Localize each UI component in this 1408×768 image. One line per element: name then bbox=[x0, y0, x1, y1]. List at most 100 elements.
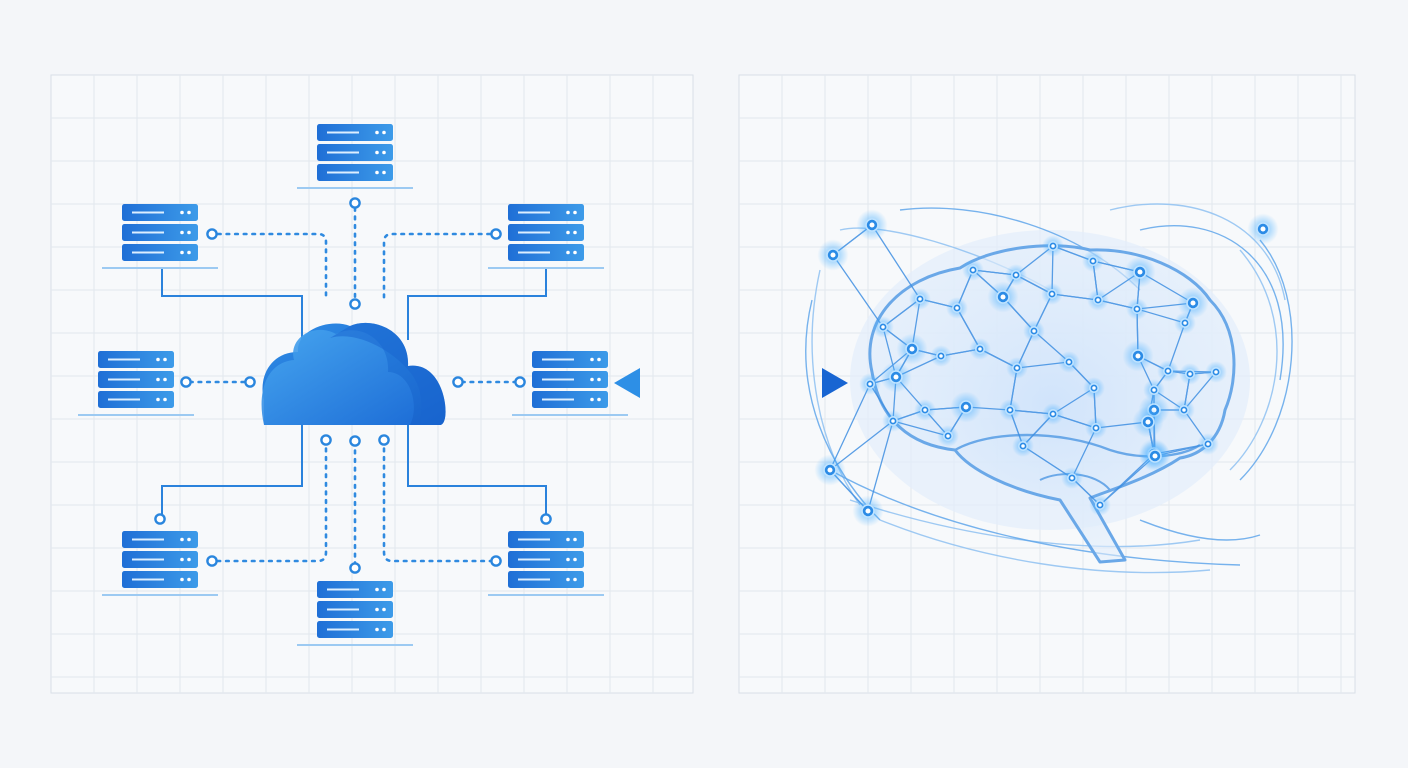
node-core bbox=[1051, 244, 1055, 248]
brain-fold bbox=[954, 433, 1201, 458]
led-dot bbox=[375, 130, 379, 135]
server-top bbox=[297, 124, 413, 189]
node-core bbox=[868, 382, 872, 386]
node-core bbox=[1152, 388, 1156, 392]
led-dot bbox=[163, 397, 167, 402]
link-node bbox=[154, 513, 166, 525]
led-dot bbox=[156, 377, 160, 382]
node-core bbox=[1145, 419, 1151, 425]
node-core bbox=[946, 434, 950, 438]
node-core bbox=[1190, 300, 1196, 306]
led-dot bbox=[375, 627, 379, 632]
node-core bbox=[1000, 294, 1006, 300]
node-core bbox=[1050, 292, 1054, 296]
led-dot bbox=[375, 587, 379, 592]
server-mid-left bbox=[78, 351, 194, 416]
link-node bbox=[514, 376, 526, 388]
led-dot bbox=[382, 150, 386, 155]
led-dot bbox=[163, 377, 167, 382]
link-node bbox=[349, 562, 361, 574]
swoosh-line bbox=[1139, 519, 1261, 541]
node-core bbox=[1070, 476, 1074, 480]
led-dot bbox=[573, 537, 577, 542]
node-core bbox=[955, 306, 959, 310]
led-dot bbox=[156, 357, 160, 362]
link-node bbox=[378, 434, 390, 446]
node-core bbox=[939, 354, 943, 358]
dotted-link bbox=[216, 438, 328, 563]
node-core bbox=[1135, 353, 1141, 359]
neural-edge bbox=[829, 383, 871, 471]
led-dot bbox=[163, 357, 167, 362]
link-node bbox=[206, 228, 218, 240]
brain-icon bbox=[805, 203, 1293, 574]
node-core bbox=[1094, 426, 1098, 430]
led-dot bbox=[573, 557, 577, 562]
node-core bbox=[1014, 273, 1018, 277]
led-dot bbox=[597, 397, 601, 402]
link-node bbox=[206, 555, 218, 567]
link-node bbox=[320, 434, 332, 446]
node-core bbox=[1260, 226, 1266, 232]
node-core bbox=[1183, 321, 1187, 325]
led-dot bbox=[566, 577, 570, 582]
led-dot bbox=[573, 230, 577, 235]
led-dot bbox=[590, 397, 594, 402]
led-dot bbox=[375, 607, 379, 612]
cloud-icon bbox=[261, 322, 446, 425]
node-core bbox=[1188, 372, 1192, 376]
solid-link bbox=[407, 268, 547, 340]
link-node bbox=[452, 376, 464, 388]
link-node bbox=[349, 298, 361, 310]
link-node bbox=[349, 435, 361, 447]
led-dot bbox=[566, 557, 570, 562]
led-dot bbox=[180, 537, 184, 542]
swoosh-line bbox=[879, 519, 1211, 574]
swoosh-line bbox=[1109, 203, 1286, 301]
node-core bbox=[1015, 366, 1019, 370]
link-node bbox=[244, 376, 256, 388]
node-core bbox=[909, 346, 915, 352]
led-dot bbox=[590, 377, 594, 382]
led-dot bbox=[573, 250, 577, 255]
network-links bbox=[154, 197, 552, 574]
led-dot bbox=[187, 230, 191, 235]
swoosh-line bbox=[849, 499, 1201, 548]
led-dot bbox=[187, 577, 191, 582]
solid-link bbox=[407, 425, 547, 514]
led-dot bbox=[597, 377, 601, 382]
link-node bbox=[490, 555, 502, 567]
dotted-link bbox=[382, 438, 492, 563]
server-group bbox=[78, 124, 628, 646]
dotted-link bbox=[382, 232, 492, 302]
node-core bbox=[1021, 444, 1025, 448]
server-mid-right bbox=[512, 351, 628, 416]
led-dot bbox=[180, 230, 184, 235]
node-core bbox=[827, 467, 833, 473]
solid-link bbox=[161, 268, 303, 340]
led-dot bbox=[597, 357, 601, 362]
led-dot bbox=[180, 250, 184, 255]
server-bottom bbox=[297, 581, 413, 646]
swoosh-line bbox=[1239, 239, 1293, 481]
node-core bbox=[923, 408, 927, 412]
led-dot bbox=[566, 537, 570, 542]
node-core bbox=[978, 347, 982, 351]
node-core bbox=[1152, 453, 1158, 459]
led-dot bbox=[566, 250, 570, 255]
led-dot bbox=[375, 170, 379, 175]
node-core bbox=[1135, 307, 1139, 311]
link-node bbox=[490, 228, 502, 240]
led-dot bbox=[180, 577, 184, 582]
link-node bbox=[540, 513, 552, 525]
node-core bbox=[1092, 386, 1096, 390]
node-core bbox=[971, 268, 975, 272]
led-dot bbox=[382, 587, 386, 592]
led-dot bbox=[566, 230, 570, 235]
swoosh-line bbox=[1139, 225, 1284, 381]
node-core bbox=[918, 297, 922, 301]
node-core bbox=[1182, 408, 1186, 412]
node-core bbox=[1166, 369, 1170, 373]
led-dot bbox=[573, 210, 577, 215]
swoosh-line bbox=[811, 269, 861, 506]
